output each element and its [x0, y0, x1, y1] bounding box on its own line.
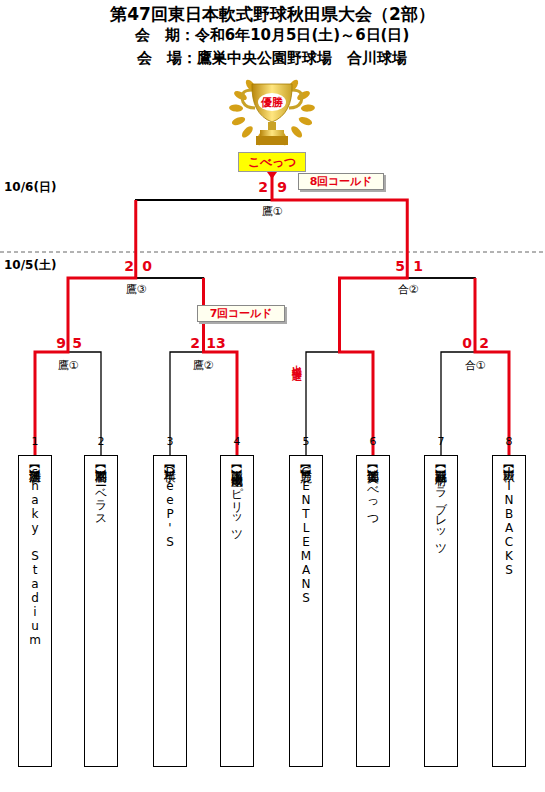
team-number: 6	[370, 436, 377, 447]
score-number: 13	[206, 336, 225, 350]
team-number: 8	[506, 436, 513, 447]
trophy-plinth	[256, 136, 288, 145]
team-number: 1	[32, 436, 39, 447]
score-number: 2	[124, 259, 134, 273]
team-number: 4	[234, 436, 241, 447]
team-text: shaky Stadium	[28, 465, 42, 647]
callout-box: 8回コールド	[298, 173, 384, 190]
bracket-line	[272, 172, 407, 455]
venue-label: 鷹①	[58, 360, 79, 371]
team-text: JINBACKS	[502, 465, 516, 577]
team-text: 中村サラブレッツ	[434, 465, 448, 549]
day-divider	[0, 252, 545, 253]
team-box: 【本荘由利】マーベラス	[84, 455, 118, 767]
trophy-stem	[268, 122, 276, 130]
score-number: 9	[56, 336, 66, 350]
score-number: 5	[395, 259, 405, 273]
score-number: 1	[413, 259, 423, 273]
score-number: 2	[479, 336, 489, 350]
winning-line	[272, 172, 407, 455]
subtitle: 会 期：令和6年10月5日(土)～6日(日)	[135, 28, 410, 43]
bracket-line	[35, 172, 272, 455]
bracket-line	[272, 172, 509, 455]
date-label: 10/5(土)	[4, 259, 56, 271]
subtitle: 会 場：鷹巣中央公園野球場 合川球場	[137, 51, 407, 66]
champion-pointer	[267, 172, 277, 179]
trophy-plate	[258, 93, 286, 111]
node-text: こべっつ	[248, 154, 296, 171]
team-box: 【北秋田】中村サラブレッツ	[424, 455, 458, 767]
laurel-leaf	[289, 124, 304, 139]
team-box: 【湯沢雄勝】shaky Stadium	[18, 455, 52, 767]
bracket-line	[68, 172, 272, 455]
bracket-line	[272, 172, 475, 455]
score-number: 2	[258, 180, 268, 194]
team-text: こべっつ	[366, 465, 380, 521]
team-text: GENTLEMANS	[299, 465, 313, 605]
trophy-node: 優勝	[227, 76, 317, 152]
score-number: 2	[190, 336, 200, 350]
trophy-base	[260, 130, 284, 136]
score-number: 0	[462, 336, 472, 350]
winning-line	[35, 200, 136, 455]
team-number: 5	[303, 436, 310, 447]
team-number: 2	[98, 436, 105, 447]
laurel-leaf	[240, 124, 255, 139]
withdrawal-note: 出場辞退	[291, 357, 301, 365]
team-box: 【秋田】JINBACKS	[492, 455, 526, 767]
node-text: 8回コールド	[310, 174, 373, 189]
team-text: 成田物産スピリッツ	[230, 465, 244, 535]
node-text: 7回コールド	[210, 306, 273, 321]
team-box: 【男鹿】GENTLEMANS	[289, 455, 323, 767]
score-number: 0	[142, 259, 152, 273]
laurel-leaf	[229, 104, 243, 112]
bracket-line	[272, 172, 407, 455]
team-box: 【山本】成田物産スピリッツ	[220, 455, 254, 767]
laurel-leaf	[301, 104, 315, 112]
venue-label: 鷹③	[126, 284, 147, 295]
venue-label: 鷹①	[262, 206, 283, 217]
team-number: 3	[167, 436, 174, 447]
date-label: 10/6(日)	[4, 181, 56, 193]
champion-box: こべっつ	[238, 152, 306, 172]
team-box: 【横手】DeeP'S	[153, 455, 187, 767]
title: 第47回東日本軟式野球秋田県大会（2部）	[0, 4, 545, 24]
venue-label: 合①	[465, 360, 486, 371]
score-number: 9	[277, 180, 287, 194]
trophy-shape	[227, 76, 317, 152]
score-number: 5	[72, 336, 82, 350]
venue-label: 鷹②	[193, 360, 214, 371]
callout-box: 7回コールド	[197, 305, 285, 322]
node-text: 優勝	[261, 95, 283, 110]
laurel-leaf	[231, 115, 247, 127]
team-box: 【大仙美郷】こべっつ	[356, 455, 390, 767]
team-number: 7	[438, 436, 445, 447]
team-text: マーベラス	[94, 465, 108, 520]
laurel-leaf	[298, 115, 314, 127]
team-text: DeeP'S	[163, 465, 177, 549]
venue-label: 合②	[398, 284, 419, 295]
trophy-cup	[252, 84, 292, 122]
